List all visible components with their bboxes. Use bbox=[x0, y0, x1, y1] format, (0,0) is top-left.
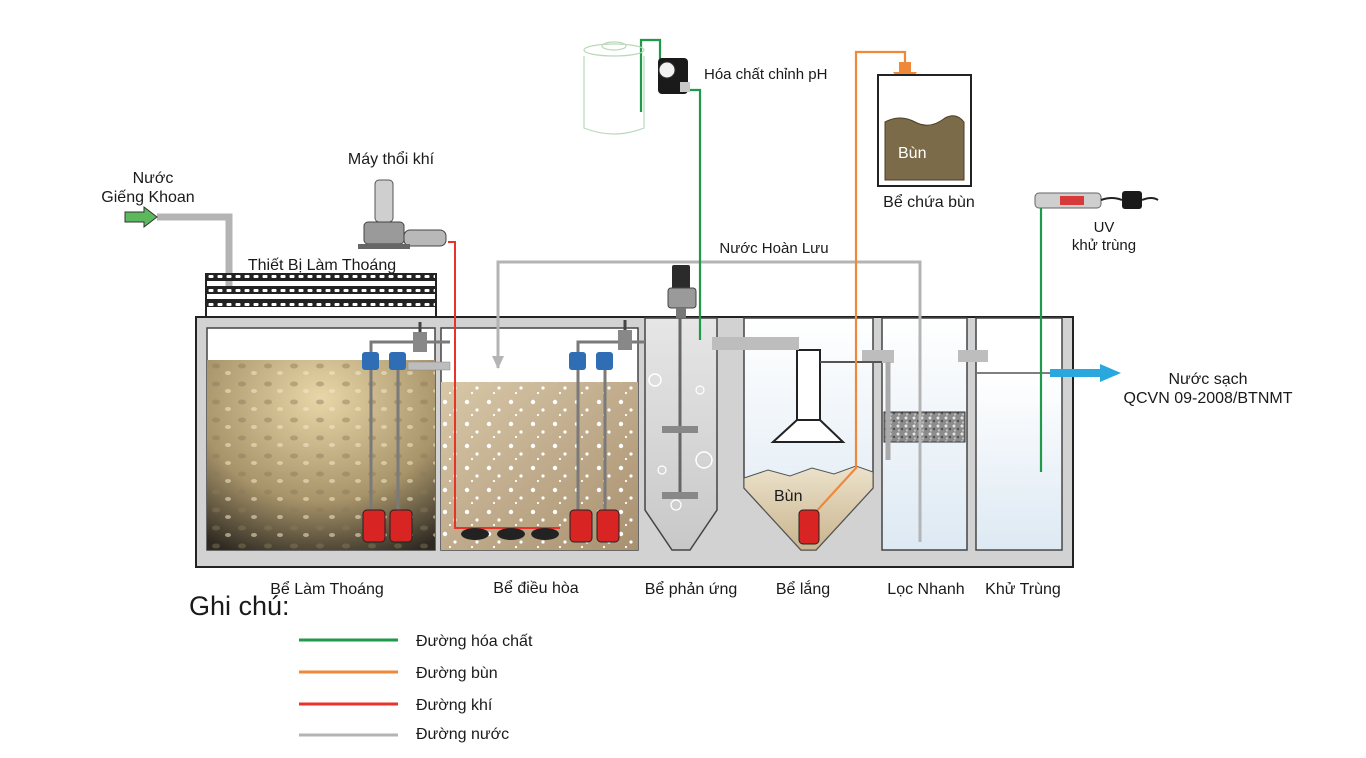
legend-label-chemical: Đường hóa chất bbox=[416, 633, 533, 650]
submersible-pump-icon bbox=[798, 509, 820, 545]
tank-label-settling: Bể lắng bbox=[776, 579, 830, 598]
uv-label-line2: khử trùng bbox=[1072, 237, 1136, 254]
valve-icon bbox=[389, 352, 406, 370]
submersible-pump-icon bbox=[389, 509, 413, 543]
tank-label-disinfection: Khử Trùng bbox=[985, 581, 1061, 598]
feed-well-cone bbox=[770, 419, 846, 443]
filter-media bbox=[883, 411, 966, 443]
diffuser-icon bbox=[497, 528, 525, 540]
tank-label-aeration: Bể Làm Thoáng bbox=[270, 580, 384, 598]
legend: Ghi chú: Đường hóa chất Đường bùn Đường … bbox=[189, 591, 533, 743]
aerator-device-label: Thiết Bị Làm Thoáng bbox=[248, 257, 396, 274]
return-water-label: Nước Hoàn Lưu bbox=[719, 240, 828, 257]
return-water-line bbox=[496, 260, 922, 542]
valve-icon bbox=[362, 352, 379, 370]
tank-label-rapid-filter: Lọc Nhanh bbox=[887, 581, 964, 598]
submersible-pump-icon bbox=[362, 509, 386, 543]
return-arrow-icon bbox=[492, 356, 504, 369]
outlet-arrow-icon bbox=[1050, 364, 1121, 382]
feed-well bbox=[796, 349, 821, 421]
output-water-label-line1: Nước sạch bbox=[1169, 371, 1248, 388]
air-line bbox=[448, 241, 560, 529]
tank-label-reaction: Bể phản ứng bbox=[645, 580, 738, 598]
mixer-blade-upper bbox=[662, 426, 698, 433]
legend-label-air: Đường khí bbox=[416, 697, 493, 714]
sludge-tank-content-label: Bùn bbox=[898, 145, 926, 162]
diffuser-icon bbox=[461, 528, 489, 540]
uv-lamp-icon bbox=[1034, 191, 1159, 209]
valve-icon bbox=[618, 330, 632, 350]
blower-icon bbox=[358, 179, 447, 249]
submersible-pump-icon bbox=[596, 509, 620, 543]
inlet-pipe bbox=[124, 205, 233, 290]
blower-label: Máy thổi khí bbox=[348, 150, 435, 168]
input-water-label-line2: Giếng Khoan bbox=[101, 189, 194, 206]
legend-label-sludge: Đường bùn bbox=[416, 665, 498, 682]
diffuser-icon bbox=[531, 528, 559, 540]
valve-icon bbox=[413, 332, 427, 352]
water-connectors bbox=[407, 337, 1062, 460]
inlet-arrow-icon bbox=[124, 205, 158, 229]
legend-title: Ghi chú: bbox=[189, 591, 290, 621]
valve-icon bbox=[569, 352, 586, 370]
mixer-blade-lower bbox=[662, 492, 698, 499]
uv-label-line1: UV bbox=[1094, 219, 1115, 236]
sludge-line bbox=[812, 50, 907, 516]
sludge-holding-tank: Bùn bbox=[877, 74, 972, 187]
tank-rapid-filter bbox=[881, 317, 968, 551]
legend-label-water: Đường nước bbox=[416, 726, 509, 743]
tank-disinfection bbox=[975, 317, 1063, 551]
equalization-pumps bbox=[569, 320, 645, 543]
valve-icon bbox=[596, 352, 613, 370]
aerator-trays bbox=[205, 273, 437, 316]
tank-settling: Bùn bbox=[743, 317, 874, 551]
aeration-pumps bbox=[362, 322, 450, 543]
input-water-label-line1: Nước bbox=[133, 170, 174, 187]
tank-label-equalization: Bể điều hòa bbox=[493, 579, 579, 597]
settling-sludge-label: Bùn bbox=[774, 488, 802, 505]
submersible-pump-icon bbox=[569, 509, 593, 543]
chemical-label: Hóa chất chỉnh pH bbox=[704, 66, 827, 83]
chemical-tank-icon bbox=[583, 41, 645, 135]
mixer-motor-icon bbox=[667, 265, 697, 318]
output-water-label-line2: QCVN 09-2008/BTNMT bbox=[1124, 390, 1293, 407]
diffusers bbox=[461, 528, 559, 540]
sludge-tank-label: Bể chứa bùn bbox=[883, 193, 975, 211]
dosing-pump-icon bbox=[658, 58, 690, 94]
tank-reaction bbox=[644, 317, 718, 551]
